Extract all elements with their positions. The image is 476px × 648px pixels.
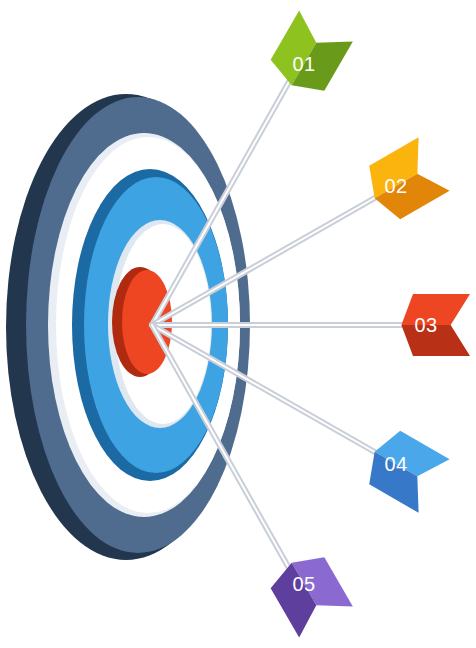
arrow-shafts	[152, 80, 410, 570]
arrow-shaft-highlight	[152, 324, 410, 326]
arrow-fletching: 05	[260, 553, 348, 615]
arrow-shaft	[152, 322, 410, 328]
fletching-bottom	[292, 26, 353, 101]
step-number: 02	[384, 176, 407, 196]
arrow-shaft	[152, 195, 380, 325]
arrow-fletching: 04	[352, 433, 440, 495]
arrow-shaft-highlight	[152, 195, 380, 325]
arrow-shaft	[152, 325, 290, 570]
arrow-fletching: 01	[260, 33, 348, 95]
step-number: 01	[292, 54, 315, 74]
arrow-shaft-highlight	[152, 325, 290, 570]
fletching-bottom	[375, 164, 450, 225]
step-number: 05	[292, 574, 315, 594]
step-number: 04	[384, 454, 407, 474]
arrow-fletching: 02	[352, 155, 440, 217]
step-number: 03	[414, 315, 437, 335]
arrow-fletching: 03	[382, 294, 470, 356]
fletching-bottom	[265, 563, 326, 638]
fletching-bottom	[359, 452, 434, 513]
